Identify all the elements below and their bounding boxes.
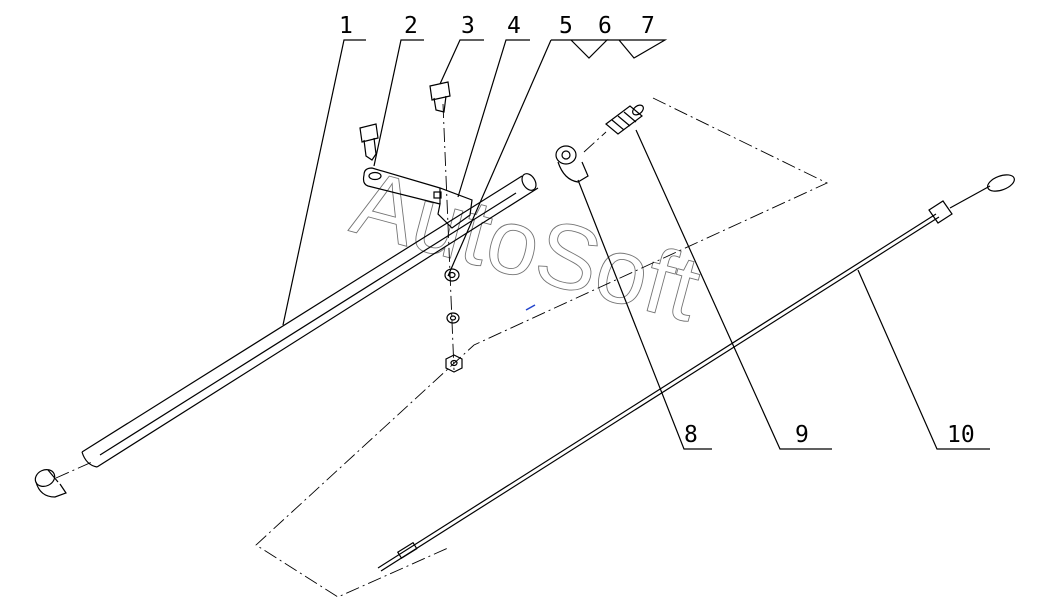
dipstick [377, 174, 1015, 572]
bracket-bolt [359, 123, 379, 161]
assembly-centerlines [55, 97, 829, 598]
callout-5: 5 [559, 13, 573, 39]
hose-clamp [555, 145, 589, 183]
callout-8: 8 [684, 422, 698, 448]
watermark: AutoSoft [343, 151, 710, 341]
callout-6: 6 [598, 13, 612, 39]
clamp-bolt [429, 81, 451, 113]
tube-end-clamp [34, 469, 67, 498]
callout-9: 9 [795, 422, 809, 448]
lock-washer [446, 312, 460, 324]
callout-1: 1 [339, 13, 353, 39]
callout-labels: 1 2 3 4 5 6 7 8 9 10 [339, 13, 975, 448]
nut [445, 354, 463, 373]
callout-leaders [282, 39, 990, 450]
callout-3: 3 [461, 13, 475, 39]
mounting-bracket [362, 167, 473, 229]
callout-10: 10 [947, 422, 975, 448]
callout-2: 2 [404, 13, 418, 39]
callout-4: 4 [507, 13, 521, 39]
callout-7: 7 [641, 13, 655, 39]
dipstick-guide-tube [81, 173, 539, 468]
threaded-adapter [605, 104, 644, 135]
center-marker [525, 304, 536, 311]
